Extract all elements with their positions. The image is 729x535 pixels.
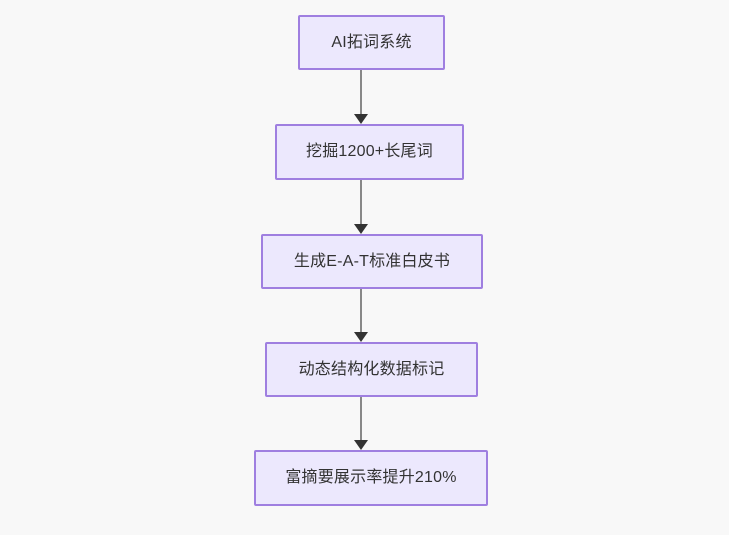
flow-node-label: 富摘要展示率提升210% bbox=[285, 469, 457, 487]
flow-node-n1[interactable]: AI拓词系统 bbox=[298, 15, 445, 70]
flow-node-label: 动态结构化数据标记 bbox=[298, 360, 445, 378]
flow-edge bbox=[350, 289, 372, 342]
flow-node-n2[interactable]: 挖掘1200+长尾词 bbox=[275, 124, 464, 180]
flow-node-n4[interactable]: 动态结构化数据标记 bbox=[265, 342, 478, 397]
flow-node-n3[interactable]: 生成E-A-T标准白皮书 bbox=[261, 234, 483, 289]
flow-node-label: 挖掘1200+长尾词 bbox=[306, 143, 433, 161]
flow-node-n5[interactable]: 富摘要展示率提升210% bbox=[254, 450, 488, 506]
flow-node-label: 生成E-A-T标准白皮书 bbox=[293, 252, 451, 270]
flow-edge bbox=[350, 70, 372, 124]
flow-edge bbox=[350, 397, 372, 450]
flow-edge bbox=[350, 180, 372, 234]
flow-node-label: AI拓词系统 bbox=[331, 33, 412, 51]
